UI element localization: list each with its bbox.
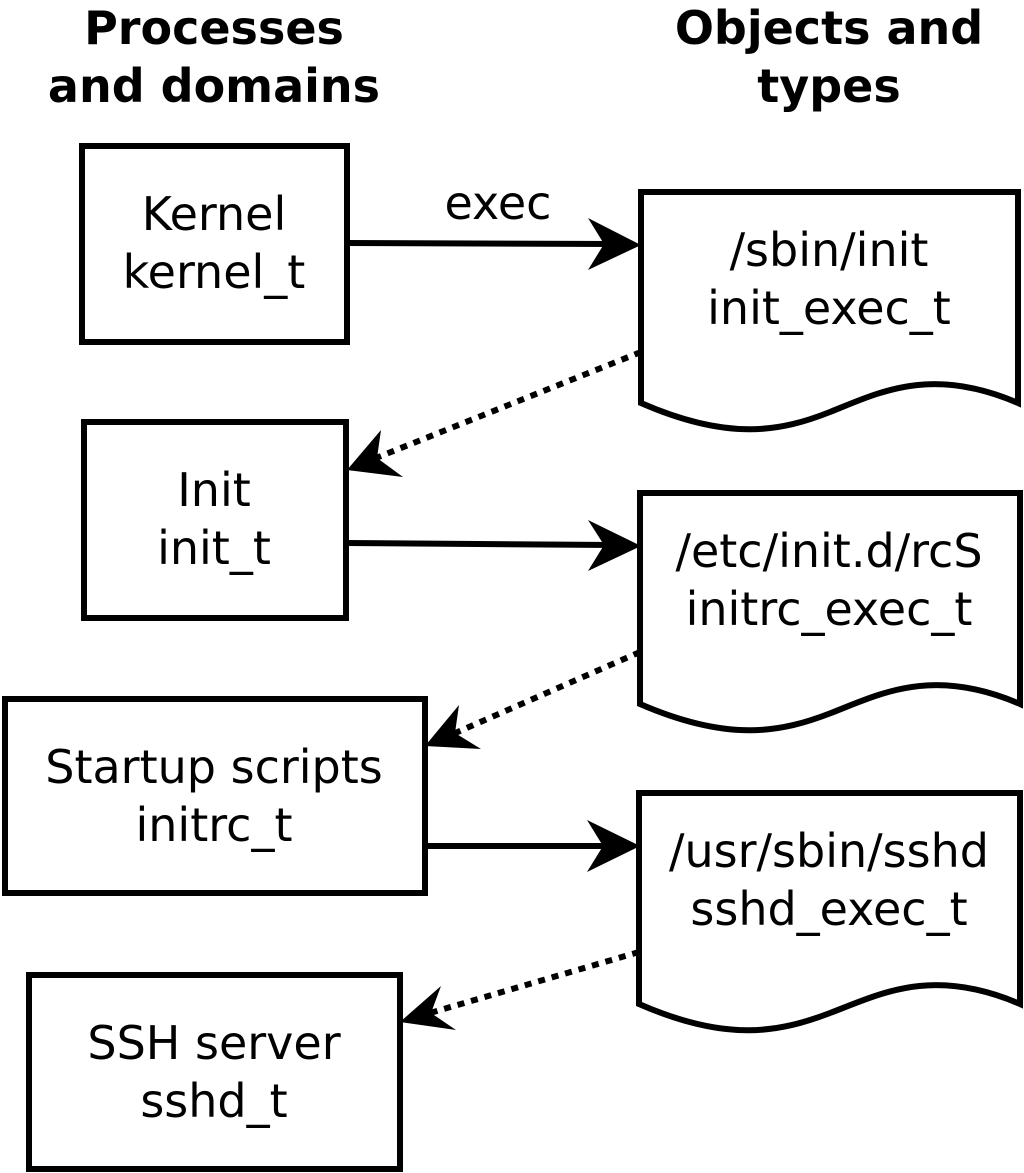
process-domain: initrc_t — [136, 798, 293, 852]
process-name: Kernel — [142, 187, 287, 241]
process-domain: sshd_t — [140, 1074, 287, 1128]
arrow-kernel-to-sbin-init — [346, 218, 641, 270]
process-box-kernel: Kernel kernel_t — [79, 143, 350, 345]
process-name: Startup scripts — [45, 740, 383, 794]
heading-objects-line1: Objects and — [675, 1, 983, 55]
object-type: initrc_exec_t — [686, 582, 973, 636]
process-box-ssh-server: SSH server sshd_t — [26, 972, 403, 1172]
object-doc-usr-sbin-sshd: /usr/sbin/sshd sshd_exec_t — [636, 790, 1023, 1034]
object-path: /etc/init.d/rcS — [675, 524, 982, 578]
object-type: init_exec_t — [707, 281, 951, 335]
process-domain: init_t — [157, 521, 271, 575]
process-box-startup-scripts: Startup scripts initrc_t — [2, 696, 428, 896]
process-name: Init — [177, 463, 251, 517]
heading-processes-line2: and domains — [48, 59, 380, 113]
object-doc-sbin-init: /sbin/init init_exec_t — [638, 189, 1021, 433]
process-domain: kernel_t — [123, 245, 306, 299]
exec-label: exec — [445, 176, 552, 230]
transition-arrow-to-ssh-server — [400, 949, 640, 1030]
process-box-init: Init init_t — [81, 419, 349, 621]
heading-processes-line1: Processes — [84, 1, 344, 55]
object-path: /usr/sbin/sshd — [669, 824, 989, 878]
arrow-init-to-rcs — [345, 520, 641, 571]
object-type: sshd_exec_t — [690, 882, 967, 936]
transition-arrow-to-startup-scripts — [425, 649, 642, 749]
transition-arrow-to-init — [347, 349, 643, 477]
object-doc-etc-init-d-rcs: /etc/init.d/rcS initrc_exec_t — [637, 490, 1023, 734]
heading-objects-line2: types — [757, 59, 900, 113]
object-path: /sbin/init — [730, 223, 929, 277]
arrow-startup-scripts-to-sshd — [425, 820, 640, 872]
process-name: SSH server — [87, 1016, 340, 1070]
